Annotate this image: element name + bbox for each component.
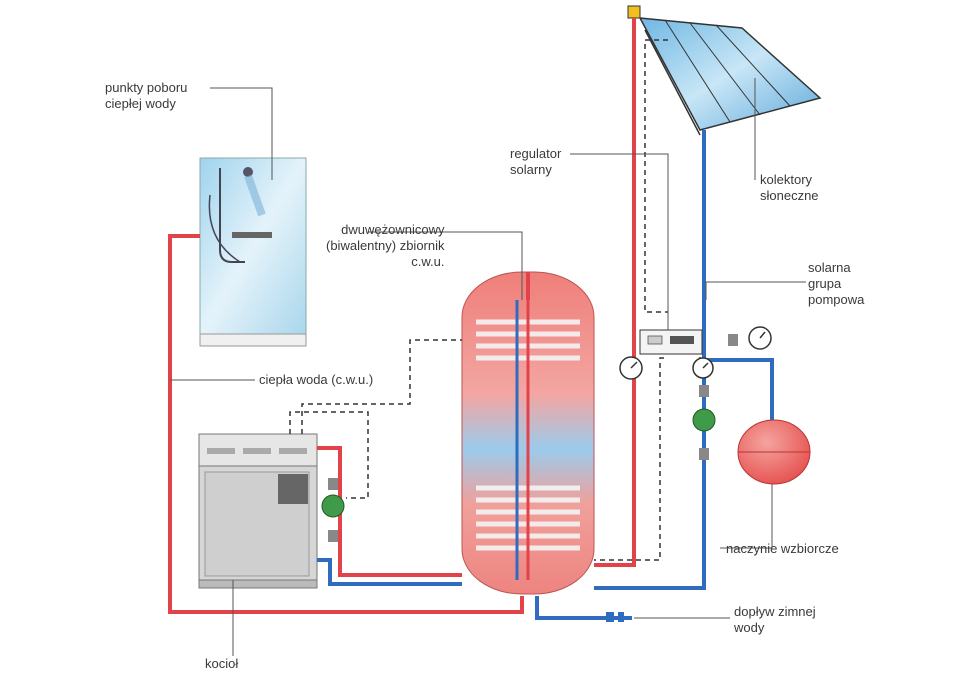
label-leaders — [170, 78, 806, 656]
label-hot-water-points: punkty poboru ciepłej wody — [105, 80, 187, 112]
label-line: c.w.u. — [411, 254, 445, 269]
label-line: kolektory — [760, 172, 813, 187]
label-solar-pump-group: solarna grupa pompowa — [808, 260, 864, 308]
label-cold-water-inlet: dopływ zimnej wody — [734, 604, 816, 636]
label-line: pompowa — [808, 292, 865, 307]
safety-valve — [728, 334, 738, 346]
label-line: solarna — [808, 260, 851, 275]
cold-inlet-valve — [606, 612, 624, 622]
label-line: punkty poboru — [105, 80, 188, 95]
label-line: wody — [734, 620, 765, 635]
solar-controller-box — [639, 329, 703, 355]
label-expansion-vessel: naczynie wzbiorcze — [726, 541, 839, 557]
label-bivalent-tank: dwuwężownicowy (biwalentny) zbiornik c.w… — [326, 222, 445, 270]
label-line: solarny — [510, 162, 552, 177]
label-solar-controller: regulator solarny — [510, 146, 561, 178]
label-boiler: kocioł — [205, 656, 238, 672]
pressure-gauge-3 — [748, 326, 772, 350]
solar-pump — [692, 385, 716, 460]
label-line: ciepła woda (c.w.u.) — [259, 372, 374, 387]
label-line: (biwalentny) zbiornik — [326, 238, 445, 253]
label-line: regulator — [510, 146, 562, 161]
dhw-storage-tank — [461, 271, 595, 595]
solar-collectors — [627, 5, 822, 136]
label-line: dwuwężownicowy — [341, 222, 445, 237]
label-line: naczynie wzbiorcze — [726, 541, 839, 556]
expansion-vessel — [737, 419, 811, 485]
control-wires — [289, 39, 701, 561]
pressure-gauge-2 — [692, 357, 714, 379]
label-line: słoneczne — [760, 188, 819, 203]
pressure-gauge-1 — [619, 356, 643, 380]
label-solar-collectors: kolektory słoneczne — [760, 172, 819, 204]
label-dhw-hot-water: ciepła woda (c.w.u.) — [259, 372, 373, 388]
boiler — [198, 433, 318, 589]
label-line: grupa — [808, 276, 842, 291]
label-line: ciepłej wody — [105, 96, 176, 111]
shower-cabin — [199, 157, 307, 347]
label-line: kocioł — [205, 656, 239, 671]
label-line: dopływ zimnej — [734, 604, 816, 619]
cold-water-pipes — [317, 130, 774, 620]
boiler-pump — [321, 478, 345, 542]
